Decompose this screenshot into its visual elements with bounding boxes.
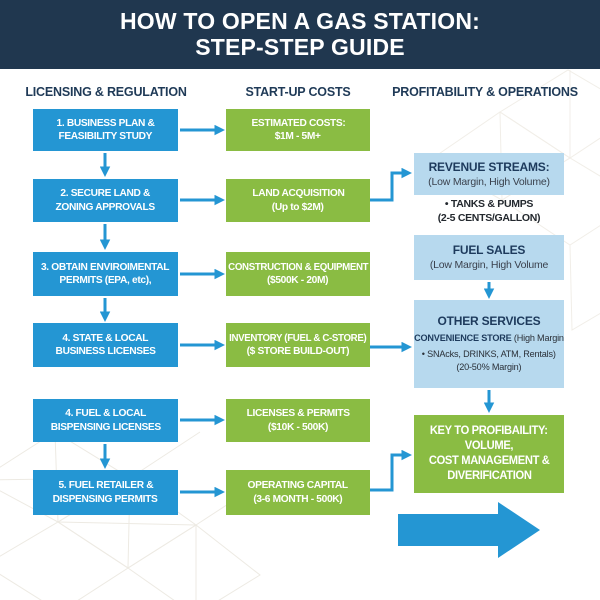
arrow-capital-key [370,449,412,492]
cost-text: (3-6 MONTH - 500K) [253,492,343,505]
step-text: 3. OBTAIN ENVIROIMENTAL [41,260,170,273]
cost-text: $1M - 5M+ [275,130,321,142]
key-profitability-box: KEY TO PROFIBAILITY: VOLUME, COST MANAGE… [414,415,564,493]
revenue-streams-subtitle: (Low Margin, High Volume) [428,175,550,188]
cost-box-construction: CONSTRUCTION & EQUIPMENT ($500K - 20M) [226,252,370,296]
revenue-note-line: • TANKS & PUMPS [444,198,534,210]
column-header-startup-costs: START-UP COSTS [245,85,351,99]
column-header-profitability: PROFITABILITY & OPERATIONS [392,85,578,99]
cost-text: (Up to $2M) [272,200,324,213]
cost-text: INVENTORY (FUEL & C-STORE) [229,332,367,344]
key-text: VOLUME, [464,440,514,452]
cost-text: ($500K - 20M) [267,274,329,286]
convenience-store-bold: CONVENIENCE STORE [414,333,512,344]
page-title-line2: STEP-STEP GUIDE [195,34,405,60]
step-box-dispensing-licenses: 4. FUEL & LOCAL BISPENSING LICENSES [33,399,178,442]
fuel-sales-subtitle: (Low Margin, High Volume [429,259,549,271]
cost-box-licenses: LICENSES & PERMITS ($10K - 500K) [226,399,370,442]
cost-box-operating-capital: OPERATING CAPITAL (3-6 MONTH - 500K) [226,470,370,515]
fuel-sales-box: FUEL SALES (Low Margin, High Volume [414,235,564,280]
cost-text: ($10K - 500K) [267,420,329,433]
step-text: 4. STATE & LOCAL [62,331,149,344]
step-box-secure-land: 2. SECURE LAND & ZONING APPROVALS [33,179,178,222]
step-text: BISPENSING LICENSES [50,420,161,433]
cost-box-land: LAND ACQUISITION (Up to $2M) [226,179,370,222]
key-text: KEY TO PROFIBAILITY: [430,425,548,437]
column-header-licensing: LICENSING & REGULATION [25,85,187,99]
revenue-notes: • TANKS & PUMPS (2-5 CENTS/GALLON) [414,198,564,225]
key-text: DIVERIFICATION [446,470,532,482]
step-text: ZONING APPROVALS [55,200,156,213]
other-services-box: OTHER SERVICES CONVENIENCE STORE (High M… [414,300,564,388]
step-text: BUSINESS LICENSES [55,345,156,357]
cost-text: LICENSES & PERMITS [246,407,350,419]
convenience-store-rest: (High Margin [511,333,564,344]
revenue-note-line: (2-5 CENTS/GALLON) [437,211,541,224]
big-right-arrow [398,502,540,558]
fuel-sales-title: FUEL SALES [452,243,526,257]
step-text: 1. BUSINESS PLAN & [56,116,155,129]
step-text: FEASIBILITY STUDY [58,130,153,142]
cost-text: LAND ACQUISITION [251,187,345,199]
cost-text: OPERATING CAPITAL [247,479,349,491]
step-box-business-plan: 1. BUSINESS PLAN & FEASIBILITY STUDY [33,109,178,151]
page-title-line1: HOW TO OPEN A GAS STATION: [120,8,480,34]
step-text: 5. FUEL RETAILER & [58,479,153,491]
cost-text: ($ STORE BUILD-OUT) [246,345,350,357]
other-services-margin: (20-50% Margin) [456,362,522,373]
step-box-business-licenses: 4. STATE & LOCAL BUSINESS LICENSES [33,323,178,367]
revenue-streams-title: REVENUE STREAMS: [428,159,550,174]
cost-box-inventory: INVENTORY (FUEL & C-STORE) ($ STORE BUIL… [226,323,370,367]
step-text: DISPENSING PERMITS [53,492,158,505]
cost-text: ESTIMATED COSTS: [251,116,345,129]
convenience-store-line: CONVENIENCE STORE (High Margin [414,332,564,345]
other-services-title: OTHER SERVICES [437,314,541,328]
cost-text: CONSTRUCTION & EQUIPMENT [227,261,369,273]
step-text: 4. FUEL & LOCAL [65,407,146,419]
cost-box-estimated: ESTIMATED COSTS: $1M - 5M+ [226,109,370,151]
key-text: COST MANAGEMENT & [428,455,550,467]
other-services-bullet: • SNAcks, DRINKS, ATM, Rentals) [422,349,556,360]
arrow-land-revenue [370,167,412,202]
step-text: PERMITS (EPA, etc), [59,274,152,286]
step-box-retailer-permits: 5. FUEL RETAILER & DISPENSING PERMITS [33,470,178,515]
step-text: 2. SECURE LAND & [60,187,151,199]
page-header: HOW TO OPEN A GAS STATION: STEP-STEP GUI… [0,0,600,69]
revenue-streams-box: REVENUE STREAMS: (Low Margin, High Volum… [414,153,564,195]
step-box-environmental-permits: 3. OBTAIN ENVIROIMENTAL PERMITS (EPA, et… [33,252,178,296]
